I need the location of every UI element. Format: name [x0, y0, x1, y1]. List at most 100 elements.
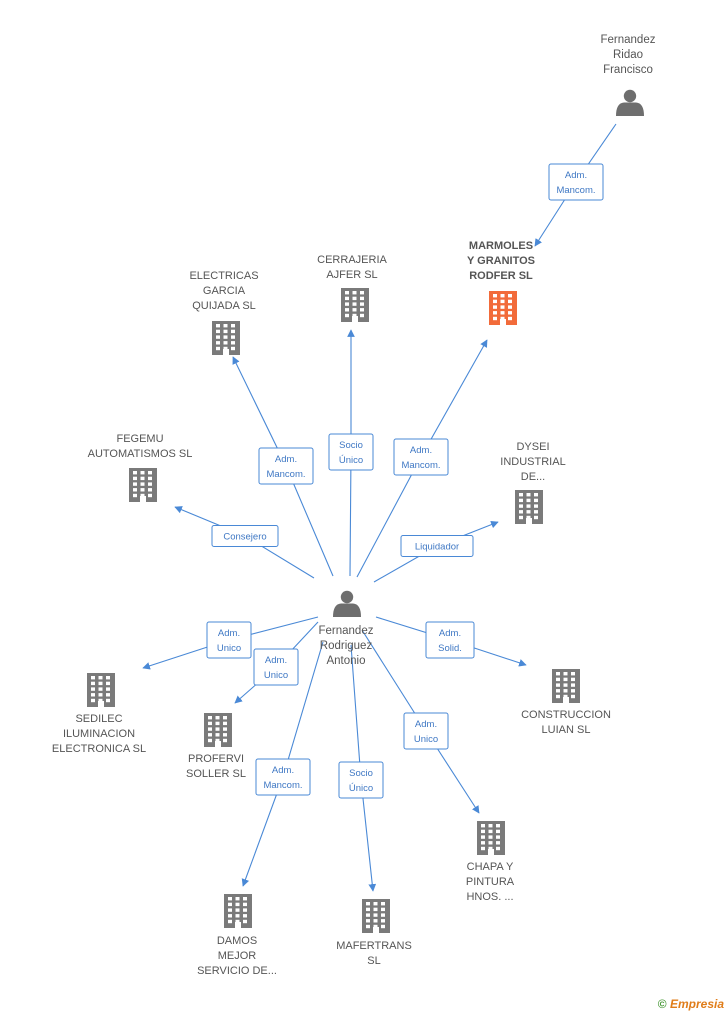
node-label-line: MAFERTRANS — [336, 940, 412, 952]
building-icon — [129, 468, 157, 502]
building-icon — [87, 673, 115, 707]
svg-text:Solid.: Solid. — [438, 643, 462, 654]
edge-label-sedilec[interactable]: Adm. Unico — [206, 621, 252, 659]
edge-label-electricas[interactable]: Adm. Mancom. — [258, 447, 314, 485]
svg-text:Socio: Socio — [339, 440, 363, 451]
person-icon — [616, 89, 644, 116]
node-construccion[interactable]: CONSTRUCCION LUIAN SL — [521, 669, 611, 736]
node-label-line: Fernandez — [601, 34, 656, 46]
node-label-line: GARCIA — [203, 285, 246, 297]
svg-text:Adm.: Adm. — [439, 628, 461, 639]
node-label-line: Antonio — [326, 655, 365, 667]
building-icon — [552, 669, 580, 703]
building-icon — [204, 713, 232, 747]
svg-text:Adm.: Adm. — [275, 454, 297, 465]
brand-footer[interactable]: © Empresia — [658, 997, 724, 1011]
svg-text:Adm.: Adm. — [265, 655, 287, 666]
building-icon — [212, 321, 240, 355]
svg-text:Socio: Socio — [349, 768, 373, 779]
node-dysei[interactable]: DYSEI INDUSTRIAL DE... — [500, 441, 566, 524]
node-label-line: SEDILEC — [75, 713, 122, 725]
edge-label-dysei[interactable]: Liquidador — [400, 535, 474, 557]
svg-text:Único: Único — [339, 455, 363, 466]
copyright-icon: © — [657, 997, 667, 1011]
node-label-line: DE... — [521, 471, 545, 483]
building-icon — [477, 821, 505, 855]
node-label-line: QUIJADA SL — [192, 300, 256, 312]
svg-text:Adm.: Adm. — [218, 628, 240, 639]
node-label-line: LUIAN SL — [542, 724, 591, 736]
edge-label-damos[interactable]: Adm. Mancom. — [255, 758, 311, 796]
node-label-line: SERVICIO DE... — [197, 965, 277, 977]
node-label-line: Ridao — [613, 49, 643, 61]
svg-text:Mancom.: Mancom. — [401, 460, 440, 471]
node-label-line: MARMOLES — [469, 240, 533, 252]
node-label-line: CONSTRUCCION — [521, 709, 611, 721]
node-label-line: PROFERVI — [188, 753, 244, 765]
svg-text:Mancom.: Mancom. — [556, 185, 595, 196]
node-label-line: DYSEI — [516, 441, 549, 453]
edge-label-marmoles[interactable]: Adm. Mancom. — [393, 438, 449, 476]
building-icon — [515, 490, 543, 524]
node-label-line: FEGEMU — [116, 433, 163, 445]
node-label-line: RODFER SL — [469, 270, 533, 282]
svg-text:Unico: Unico — [264, 670, 288, 681]
node-chapa[interactable]: CHAPA Y PINTURA HNOS. ... — [466, 821, 515, 903]
node-label-line: ILUMINACION — [63, 728, 135, 740]
node-label-line: SL — [367, 955, 380, 967]
node-label-line: PINTURA — [466, 876, 515, 888]
node-sedilec[interactable]: SEDILEC ILUMINACION ELECTRONICA SL — [52, 673, 146, 755]
node-label-line: HNOS. ... — [466, 891, 513, 903]
node-label-line: AUTOMATISMOS SL — [88, 448, 193, 460]
node-label-line: SOLLER SL — [186, 768, 246, 780]
node-label-line: INDUSTRIAL — [500, 456, 565, 468]
edge-label-profervi[interactable]: Adm. Unico — [253, 648, 299, 686]
node-label-line: Rodriguez — [320, 640, 373, 652]
node-profervi[interactable]: PROFERVI SOLLER SL — [186, 713, 246, 780]
svg-text:Adm.: Adm. — [565, 170, 587, 181]
building-icon — [341, 288, 369, 322]
node-label-line: CERRAJERIA — [317, 254, 387, 266]
node-damos[interactable]: DAMOS MEJOR SERVICIO DE... — [197, 894, 277, 977]
svg-text:Adm.: Adm. — [272, 765, 294, 776]
building-icon — [362, 899, 390, 933]
edge-label-construccion[interactable]: Adm. Solid. — [425, 621, 475, 659]
svg-text:Mancom.: Mancom. — [266, 469, 305, 480]
node-label-line: Francisco — [603, 64, 653, 76]
node-label-line: AJFER SL — [326, 269, 377, 281]
brand-initial: E — [669, 997, 678, 1011]
svg-text:Adm.: Adm. — [415, 719, 437, 730]
node-label-line: ELECTRONICA SL — [52, 743, 146, 755]
person-icon — [333, 590, 361, 617]
node-label-line: MEJOR — [218, 950, 257, 962]
node-label-line: CHAPA Y — [467, 861, 514, 873]
node-electricas[interactable]: ELECTRICAS GARCIA QUIJADA SL — [189, 270, 259, 355]
edge-label-marmoles[interactable]: Adm. Mancom. — [548, 163, 604, 201]
svg-text:Mancom.: Mancom. — [263, 780, 302, 791]
node-label-line: Fernandez — [319, 625, 374, 637]
building-icon — [489, 291, 517, 325]
edge-label-chapa[interactable]: Adm. Unico — [403, 712, 449, 750]
svg-text:Adm.: Adm. — [410, 445, 432, 456]
svg-text:Consejero: Consejero — [223, 532, 266, 543]
svg-text:Unico: Unico — [217, 643, 241, 654]
brand-name: mpresia — [677, 997, 724, 1011]
svg-text:Liquidador: Liquidador — [415, 542, 459, 553]
node-mafertrans[interactable]: MAFERTRANS SL — [336, 899, 412, 967]
node-fegemu[interactable]: FEGEMU AUTOMATISMOS SL — [88, 433, 193, 502]
node-cerrajeria[interactable]: CERRAJERIA AJFER SL — [317, 254, 387, 322]
svg-text:Único: Único — [349, 783, 373, 794]
node-label-line: DAMOS — [217, 935, 257, 947]
edge-label-fegemu[interactable]: Consejero — [211, 525, 279, 547]
svg-text:Unico: Unico — [414, 734, 438, 745]
node-marmoles[interactable]: MARMOLES Y GRANITOS RODFER SL — [467, 240, 535, 325]
node-label-line: Y GRANITOS — [467, 255, 535, 267]
node-label-line: ELECTRICAS — [189, 270, 258, 282]
nodes-layer: FernandezRodriguezAntonioFernandezRidaoF… — [52, 34, 656, 977]
edge-labels-layer: Adm.Mancom.Adm.Mancom.SocioÚnicoAdm.Manc… — [206, 163, 604, 799]
